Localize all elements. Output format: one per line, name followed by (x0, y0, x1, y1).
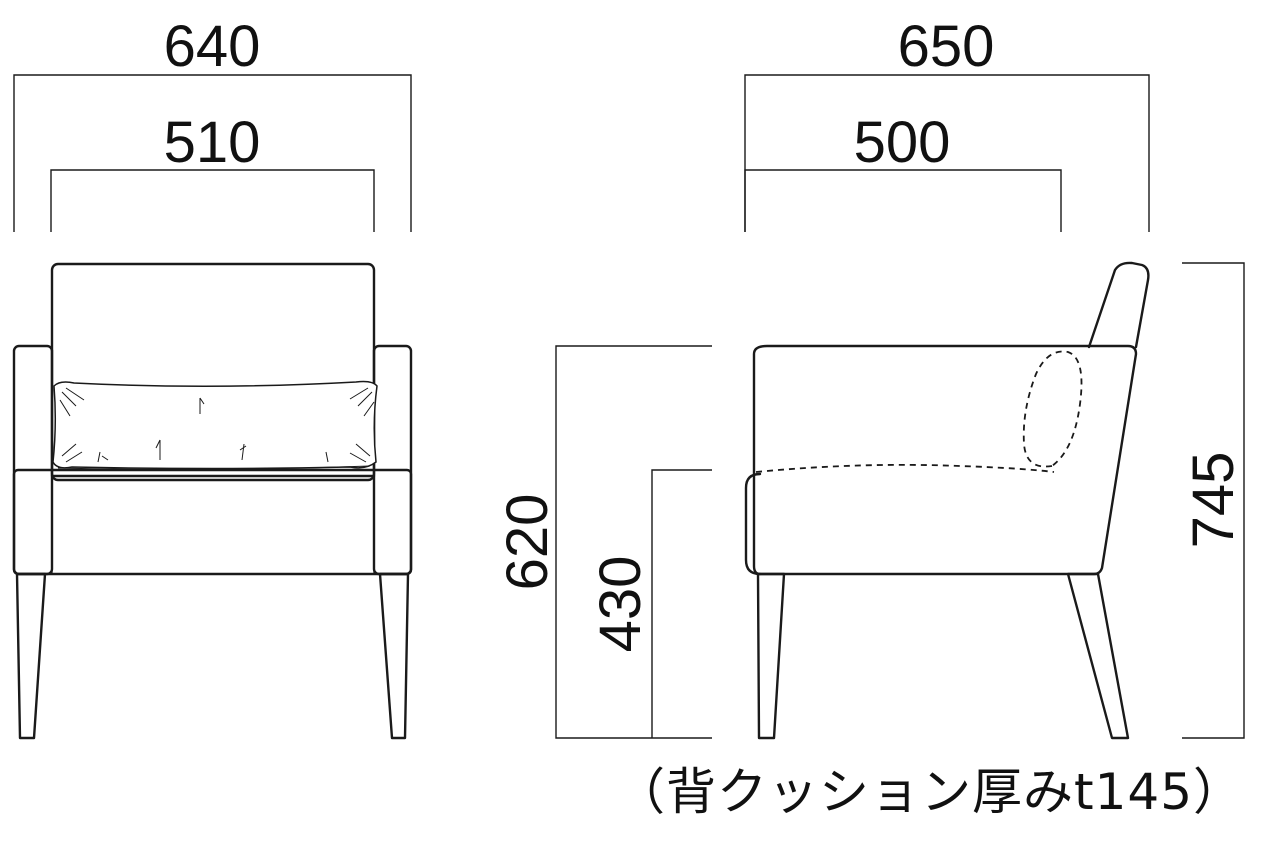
front-left-leg (15, 572, 47, 740)
label-side-overall-height: 745 (1181, 452, 1246, 549)
side-arm-body (752, 344, 1138, 576)
front-right-leg (378, 572, 410, 740)
side-back-cushion-hidden (1022, 350, 1083, 468)
dim-line-side-arm-height (555, 345, 712, 739)
front-left-arm (12, 344, 54, 576)
dim-line-side-seat-depth (744, 169, 1062, 232)
dim-line-side-overall-height (1182, 262, 1245, 739)
side-seat-hidden-line (755, 463, 1055, 473)
side-view (744, 261, 1150, 740)
side-seat-front (744, 472, 762, 576)
front-seat-base (12, 468, 413, 576)
side-dimension-lines (555, 74, 1245, 739)
front-cushion-seam (57, 465, 371, 471)
label-side-seat-depth: 500 (854, 110, 951, 175)
dimension-labels: 640 510 650 500 745 620 430 (164, 14, 1246, 652)
label-front-overall-width: 640 (164, 14, 261, 79)
label-side-arm-height: 620 (495, 494, 560, 591)
front-view (12, 262, 413, 740)
front-right-arm (372, 344, 413, 576)
front-dimension-lines (13, 74, 412, 232)
label-front-seat-width: 510 (164, 110, 261, 175)
dim-line-front-overall-width (13, 74, 412, 232)
side-front-leg (756, 572, 786, 740)
label-side-overall-depth: 650 (898, 14, 995, 79)
dim-line-side-overall-depth (744, 74, 1150, 232)
side-backrest (1087, 261, 1150, 349)
back-cushion-thickness-note: （背クッション厚みt145） (615, 763, 1245, 821)
dim-line-front-seat-width (50, 169, 375, 232)
label-side-seat-height: 430 (588, 556, 653, 653)
front-cushion-wrinkles (59, 387, 375, 463)
side-back-leg (1066, 572, 1130, 740)
front-back-cushion (52, 380, 378, 470)
dim-line-side-seat-height (651, 469, 712, 738)
